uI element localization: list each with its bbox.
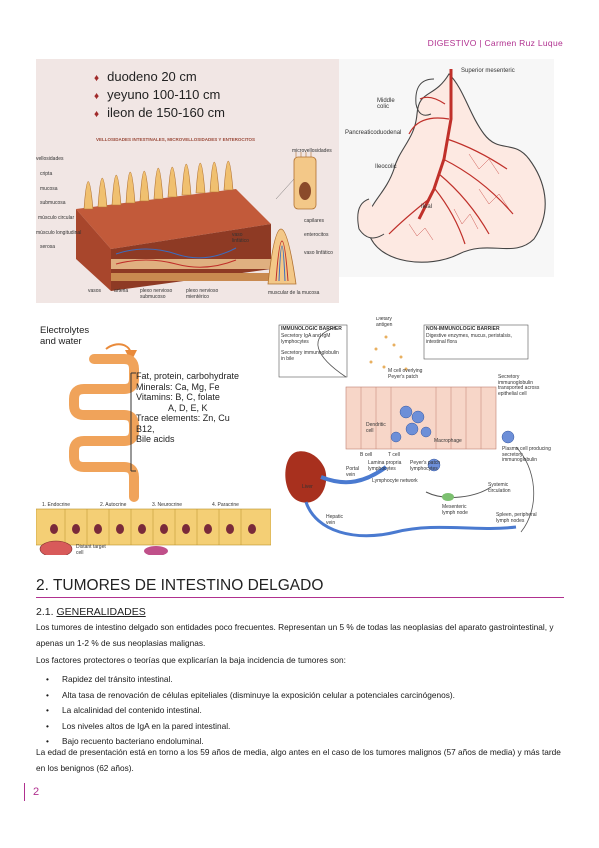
- villi-label-musculo-longitudinal: músculo longitudinal: [36, 230, 82, 236]
- villi-label-enterocitos: enterocitos: [304, 232, 329, 238]
- immune-label-lymphocyte-network: Lymphocyte network: [372, 478, 418, 484]
- villi-label-serosa: serosa: [40, 244, 56, 250]
- immune-label-mesenteric-node: Mesenteric lymph node: [442, 504, 468, 516]
- vessel-label-superior-mesenteric: Superior mesenteric: [461, 68, 515, 74]
- immune-label-peyers-patch: Peyer's patch lymphocytes: [410, 460, 441, 472]
- villi-label-submucosa: submucosa: [40, 200, 66, 206]
- vessel-label-pancreaticoduodenal: Pancreaticoduodenal: [345, 130, 402, 136]
- immune-label-secretory-transported: Secretory immunoglobulin transported acr…: [498, 374, 540, 397]
- subsection-heading: 2.1. GENERALIDADES: [36, 606, 146, 618]
- immune-label-lamina-propria: Lamina propria lymphocytes: [368, 460, 402, 472]
- length-duodeno: duodeno 20 cm: [94, 69, 225, 87]
- list-item: Los niveles altos de IgA en la pared int…: [46, 719, 455, 735]
- nutrient-bile-acids: Bile acids: [136, 434, 175, 444]
- subsection-title-text: GENERALIDADES: [56, 606, 146, 618]
- immune-label-hepatic-vein: Hepatic vein: [326, 514, 343, 526]
- absorption-drawing: [36, 343, 271, 555]
- immune-label-secretory-iga: Secretory IgA and IgM lymphocytes: [281, 333, 331, 345]
- villi-label-vaso-linfatico: vaso linfático: [232, 232, 249, 244]
- list-item: Rapidez del tránsito intestinal.: [46, 672, 455, 688]
- nutrients-list: Fat, protein, carbohydrate Minerals: Ca,…: [136, 371, 239, 445]
- anatomy-figure-collage: duodeno 20 cm yeyuno 100-110 cm ileon de…: [36, 59, 554, 555]
- immune-label-non-immunologic-barrier: NON-IMMUNOLOGIC BARRIER: [426, 326, 500, 332]
- immune-label-t-cell: T cell: [388, 452, 400, 458]
- villi-label-arteria: arteria: [114, 288, 129, 294]
- villi-diagram-title: VELLOSIDADES INTESTINALES, MICROVELLOSID…: [96, 137, 256, 142]
- intestine-lengths-list: duodeno 20 cm yeyuno 100-110 cm ileon de…: [94, 69, 225, 123]
- vessel-label-ileal: Ileal: [421, 204, 433, 210]
- immune-label-portal-vein: Portal vein: [346, 466, 360, 478]
- section-title-text: TUMORES DE INTESTINO DELGADO: [52, 577, 324, 594]
- villi-label-vasos: vasos: [88, 288, 102, 294]
- list-item: La alcalinidad del contenido intestinal.: [46, 703, 455, 719]
- nutrient-vitamins: Vitamins: B, C, folate: [136, 392, 220, 402]
- cell-label-neurocrine: 3. Neurocrine: [152, 502, 183, 508]
- immune-label-digestive-enzymes: Digestive enzymes, mucus, peristalsis, i…: [426, 333, 512, 345]
- vessel-label-ileocolic: Ileocolic: [375, 164, 397, 170]
- villi-label-plexo-mienterico: plexo nervioso mientérico: [186, 288, 219, 300]
- nutrient-trace: Trace elements: Zn, Cu: [136, 413, 230, 423]
- immune-label-dietary-antigen: Dietary antigen: [376, 317, 393, 328]
- section-divider: [36, 597, 564, 598]
- villi-label-cripta: cripta: [40, 171, 53, 177]
- villi-label-vaso-linfatico-2: vaso linfático: [304, 250, 333, 256]
- list-item: Alta tasa de renovación de células epite…: [46, 688, 455, 704]
- absorption-illustration: Electrolytes and water: [36, 321, 271, 555]
- immune-barrier-illustration: Dietary antigen IMMUNOLOGIC BARRIER Secr…: [276, 317, 554, 555]
- cell-label-endocrine: 1. Endocrine: [42, 502, 71, 508]
- immune-label-plasma-cell: Plasma cell producing secretory immunogl…: [502, 446, 551, 464]
- immune-barrier-drawing: [278, 324, 535, 538]
- protective-factors-list: Rapidez del tránsito intestinal. Alta ta…: [46, 672, 455, 750]
- section-number: 2.: [36, 577, 49, 594]
- electrolytes-label: Electrolytes and water: [40, 325, 90, 347]
- length-yeyuno: yeyuno 100-110 cm: [94, 87, 225, 105]
- cell-label-autocrine: 2. Autocrine: [100, 502, 127, 508]
- immune-label-m-cell: M cell overlying Peyer's patch: [388, 368, 423, 380]
- section-heading: 2. TUMORES DE INTESTINO DELGADO: [36, 577, 323, 595]
- immune-label-spleen: Spleen, peripheral lymph nodes: [496, 512, 537, 524]
- villi-drawing: [76, 152, 317, 291]
- page-number: 2: [24, 783, 39, 801]
- villi-label-musculo-circular: músculo circular: [38, 215, 75, 221]
- immune-label-immunologic-barrier: IMMUNOLOGIC BARRIER: [281, 326, 342, 332]
- nutrient-minerals: Minerals: Ca, Mg, Fe: [136, 381, 220, 392]
- subsection-number: 2.1.: [36, 606, 54, 618]
- immune-label-liver: Liver: [302, 484, 313, 490]
- cell-label-paracrine: 4. Paracrine: [212, 502, 239, 508]
- nutrient-macros: Fat, protein, carbohydrate: [136, 371, 240, 381]
- paragraph-factors-intro: Los factores protectores o teorías que e…: [36, 655, 346, 665]
- immune-label-b-cell: B cell: [360, 452, 373, 458]
- running-header: DIGESTIVO | Carmen Ruz Luque: [427, 38, 563, 48]
- immune-label-macrophage: Macrophage: [434, 438, 462, 444]
- villi-label-muscular-mucosa: muscular de la mucosa: [268, 290, 320, 296]
- nutrient-b12: B12,: [136, 423, 155, 434]
- list-item: Bajo recuento bacteriano endoluminal.: [46, 734, 455, 750]
- cell-label-distant-target: Distant target cell: [76, 544, 106, 555]
- mesenteric-vessels-illustration: Superior mesenteric Middle colic Pancrea…: [339, 59, 554, 277]
- villi-label-plexo-submucoso: plexo nervioso submucoso: [140, 288, 173, 300]
- villi-label-microvellosidades: microvellosidades: [292, 148, 332, 154]
- vessel-label-middle-colic: Middle colic: [377, 98, 395, 110]
- paragraph-intro: Los tumores de intestino delgado son ent…: [36, 622, 554, 648]
- paragraph-age: La edad de presentación está en torno a …: [36, 747, 561, 773]
- immune-label-dendritic-cell: Dendritic cell: [366, 422, 386, 434]
- villi-label-vellosidades: vellosidades: [36, 156, 64, 162]
- villi-label-capilares: capilares: [304, 218, 325, 224]
- villi-illustration: duodeno 20 cm yeyuno 100-110 cm ileon de…: [36, 59, 339, 303]
- mesenteric-drawing: [357, 69, 546, 263]
- nutrient-vitamins-fat: A, D, E, K: [168, 402, 208, 413]
- length-ileon: ileon de 150-160 cm: [94, 105, 225, 123]
- immune-label-secretory-ig-bile: Secretory immunoglobulin in bile: [281, 350, 339, 362]
- immune-label-systemic-circulation: Systemic circulation: [488, 482, 511, 494]
- villi-label-mucosa: mucosa: [40, 186, 58, 192]
